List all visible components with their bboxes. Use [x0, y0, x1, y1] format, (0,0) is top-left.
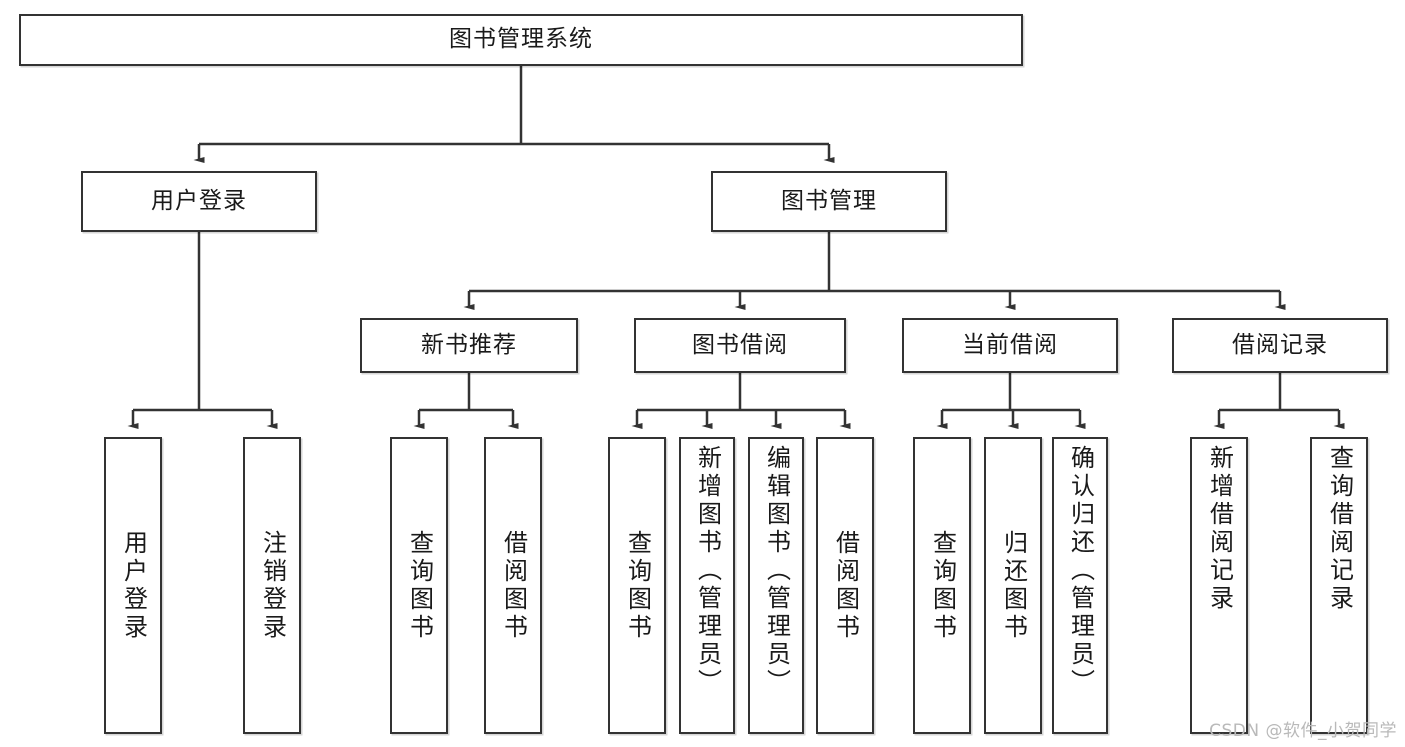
node-leaf-add-record[interactable]: 新增借阅记录 — [1190, 437, 1248, 734]
node-label: 新书推荐 — [421, 331, 517, 358]
node-label: 用户登录 — [119, 529, 148, 642]
watermark-text: CSDN @软件_小贺同学 — [1209, 721, 1397, 741]
node-label: 新增借阅记录 — [1205, 445, 1234, 613]
node-label: 编辑图书（管理员） — [762, 445, 791, 697]
node-leaf-user-login[interactable]: 用户登录 — [104, 437, 162, 734]
node-label: 当前借阅 — [962, 331, 1058, 358]
node-label: 确认归还（管理员） — [1066, 445, 1095, 697]
node-label: 图书借阅 — [692, 331, 788, 358]
node-book-borrow[interactable]: 图书借阅 — [634, 318, 846, 373]
node-label: 查询图书 — [623, 529, 652, 642]
node-leaf-query-book-2[interactable]: 查询图书 — [608, 437, 666, 734]
node-label: 查询图书 — [405, 529, 434, 642]
node-leaf-borrow-book-2[interactable]: 借阅图书 — [816, 437, 874, 734]
node-leaf-return-book[interactable]: 归还图书 — [984, 437, 1042, 734]
node-book-manage[interactable]: 图书管理 — [711, 171, 947, 232]
node-label: 借阅图书 — [499, 529, 528, 642]
node-label: 注销登录 — [258, 529, 287, 642]
node-user-login[interactable]: 用户登录 — [81, 171, 317, 232]
node-leaf-edit-book[interactable]: 编辑图书（管理员） — [748, 437, 804, 734]
node-label: 归还图书 — [999, 529, 1028, 642]
node-leaf-confirm-return[interactable]: 确认归还（管理员） — [1052, 437, 1108, 734]
node-leaf-add-book[interactable]: 新增图书（管理员） — [679, 437, 735, 734]
node-borrow-record[interactable]: 借阅记录 — [1172, 318, 1388, 373]
node-label: 查询图书 — [928, 529, 957, 642]
node-leaf-logout[interactable]: 注销登录 — [243, 437, 301, 734]
node-label: 新增图书（管理员） — [693, 445, 722, 697]
node-leaf-borrow-book-1[interactable]: 借阅图书 — [484, 437, 542, 734]
node-label: 查询借阅记录 — [1325, 445, 1354, 613]
node-leaf-query-book-1[interactable]: 查询图书 — [390, 437, 448, 734]
node-label: 用户登录 — [151, 187, 247, 214]
node-new-book-rec[interactable]: 新书推荐 — [360, 318, 578, 373]
node-label: 借阅记录 — [1232, 331, 1328, 358]
node-label: 图书管理 — [781, 187, 877, 214]
node-leaf-query-record[interactable]: 查询借阅记录 — [1310, 437, 1368, 734]
node-label: 图书管理系统 — [449, 26, 593, 53]
node-label: 借阅图书 — [831, 529, 860, 642]
node-leaf-query-book-3[interactable]: 查询图书 — [913, 437, 971, 734]
node-current-borrow[interactable]: 当前借阅 — [902, 318, 1118, 373]
node-root[interactable]: 图书管理系统 — [19, 14, 1023, 66]
